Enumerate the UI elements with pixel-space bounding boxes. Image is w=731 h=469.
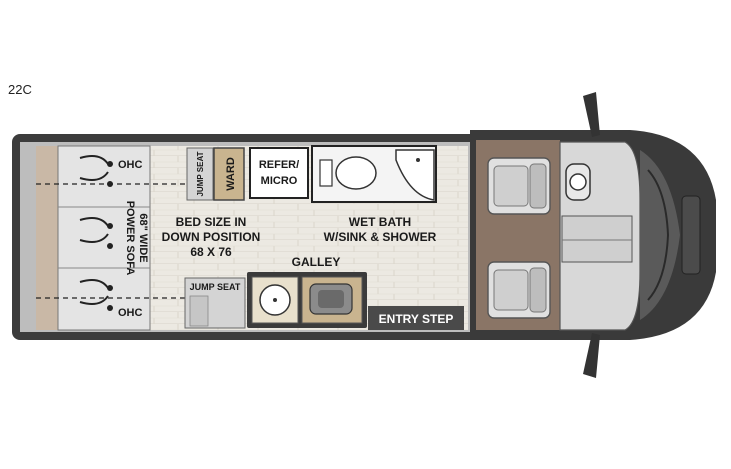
jump-seat-bottom: JUMP SEAT <box>184 277 246 329</box>
center-console <box>561 215 633 263</box>
passenger-seat <box>487 261 551 319</box>
refer-micro: REFER/ MICRO <box>249 147 309 199</box>
ohc-label-bottom: OHC <box>118 307 143 319</box>
ohc-label-top: OHC <box>118 159 143 171</box>
refer-label-line2: MICRO <box>261 175 298 187</box>
bed-label-line1: BED SIZE IN <box>176 215 247 229</box>
wardrobe: WARD <box>213 147 245 201</box>
entry-step-label: ENTRY STEP <box>379 312 454 326</box>
refer-label-line1: REFER/ <box>259 159 299 171</box>
driver-seat <box>487 157 551 215</box>
entry-step: ENTRY STEP <box>368 306 464 330</box>
bed-label-line2: DOWN POSITION <box>162 230 261 244</box>
galley-label: GALLEY <box>292 255 341 269</box>
bath-label-line1: WET BATH <box>349 215 411 229</box>
wet-bath <box>311 145 437 203</box>
steering-wheel <box>565 163 591 201</box>
jump-seat-top: JUMP SEAT <box>186 147 214 201</box>
jump-seat-top-label: JUMP SEAT <box>196 151 205 196</box>
jump-seat-bottom-label: JUMP SEAT <box>190 282 241 292</box>
bath-label-line2: W/SINK & SHOWER <box>324 230 437 244</box>
model-label: 22C <box>8 82 32 97</box>
sofa-label-line1: 68" WIDE <box>137 213 149 262</box>
galley-counter <box>247 272 367 328</box>
bed-label-line3: 68 X 76 <box>190 245 232 259</box>
rear-wall <box>36 146 58 330</box>
wardrobe-label: WARD <box>225 157 237 191</box>
sofa-label: 68" WIDE POWER SOFA <box>124 201 149 276</box>
sofa-label-line2: POWER SOFA <box>124 201 136 276</box>
power-sofa <box>57 145 151 331</box>
